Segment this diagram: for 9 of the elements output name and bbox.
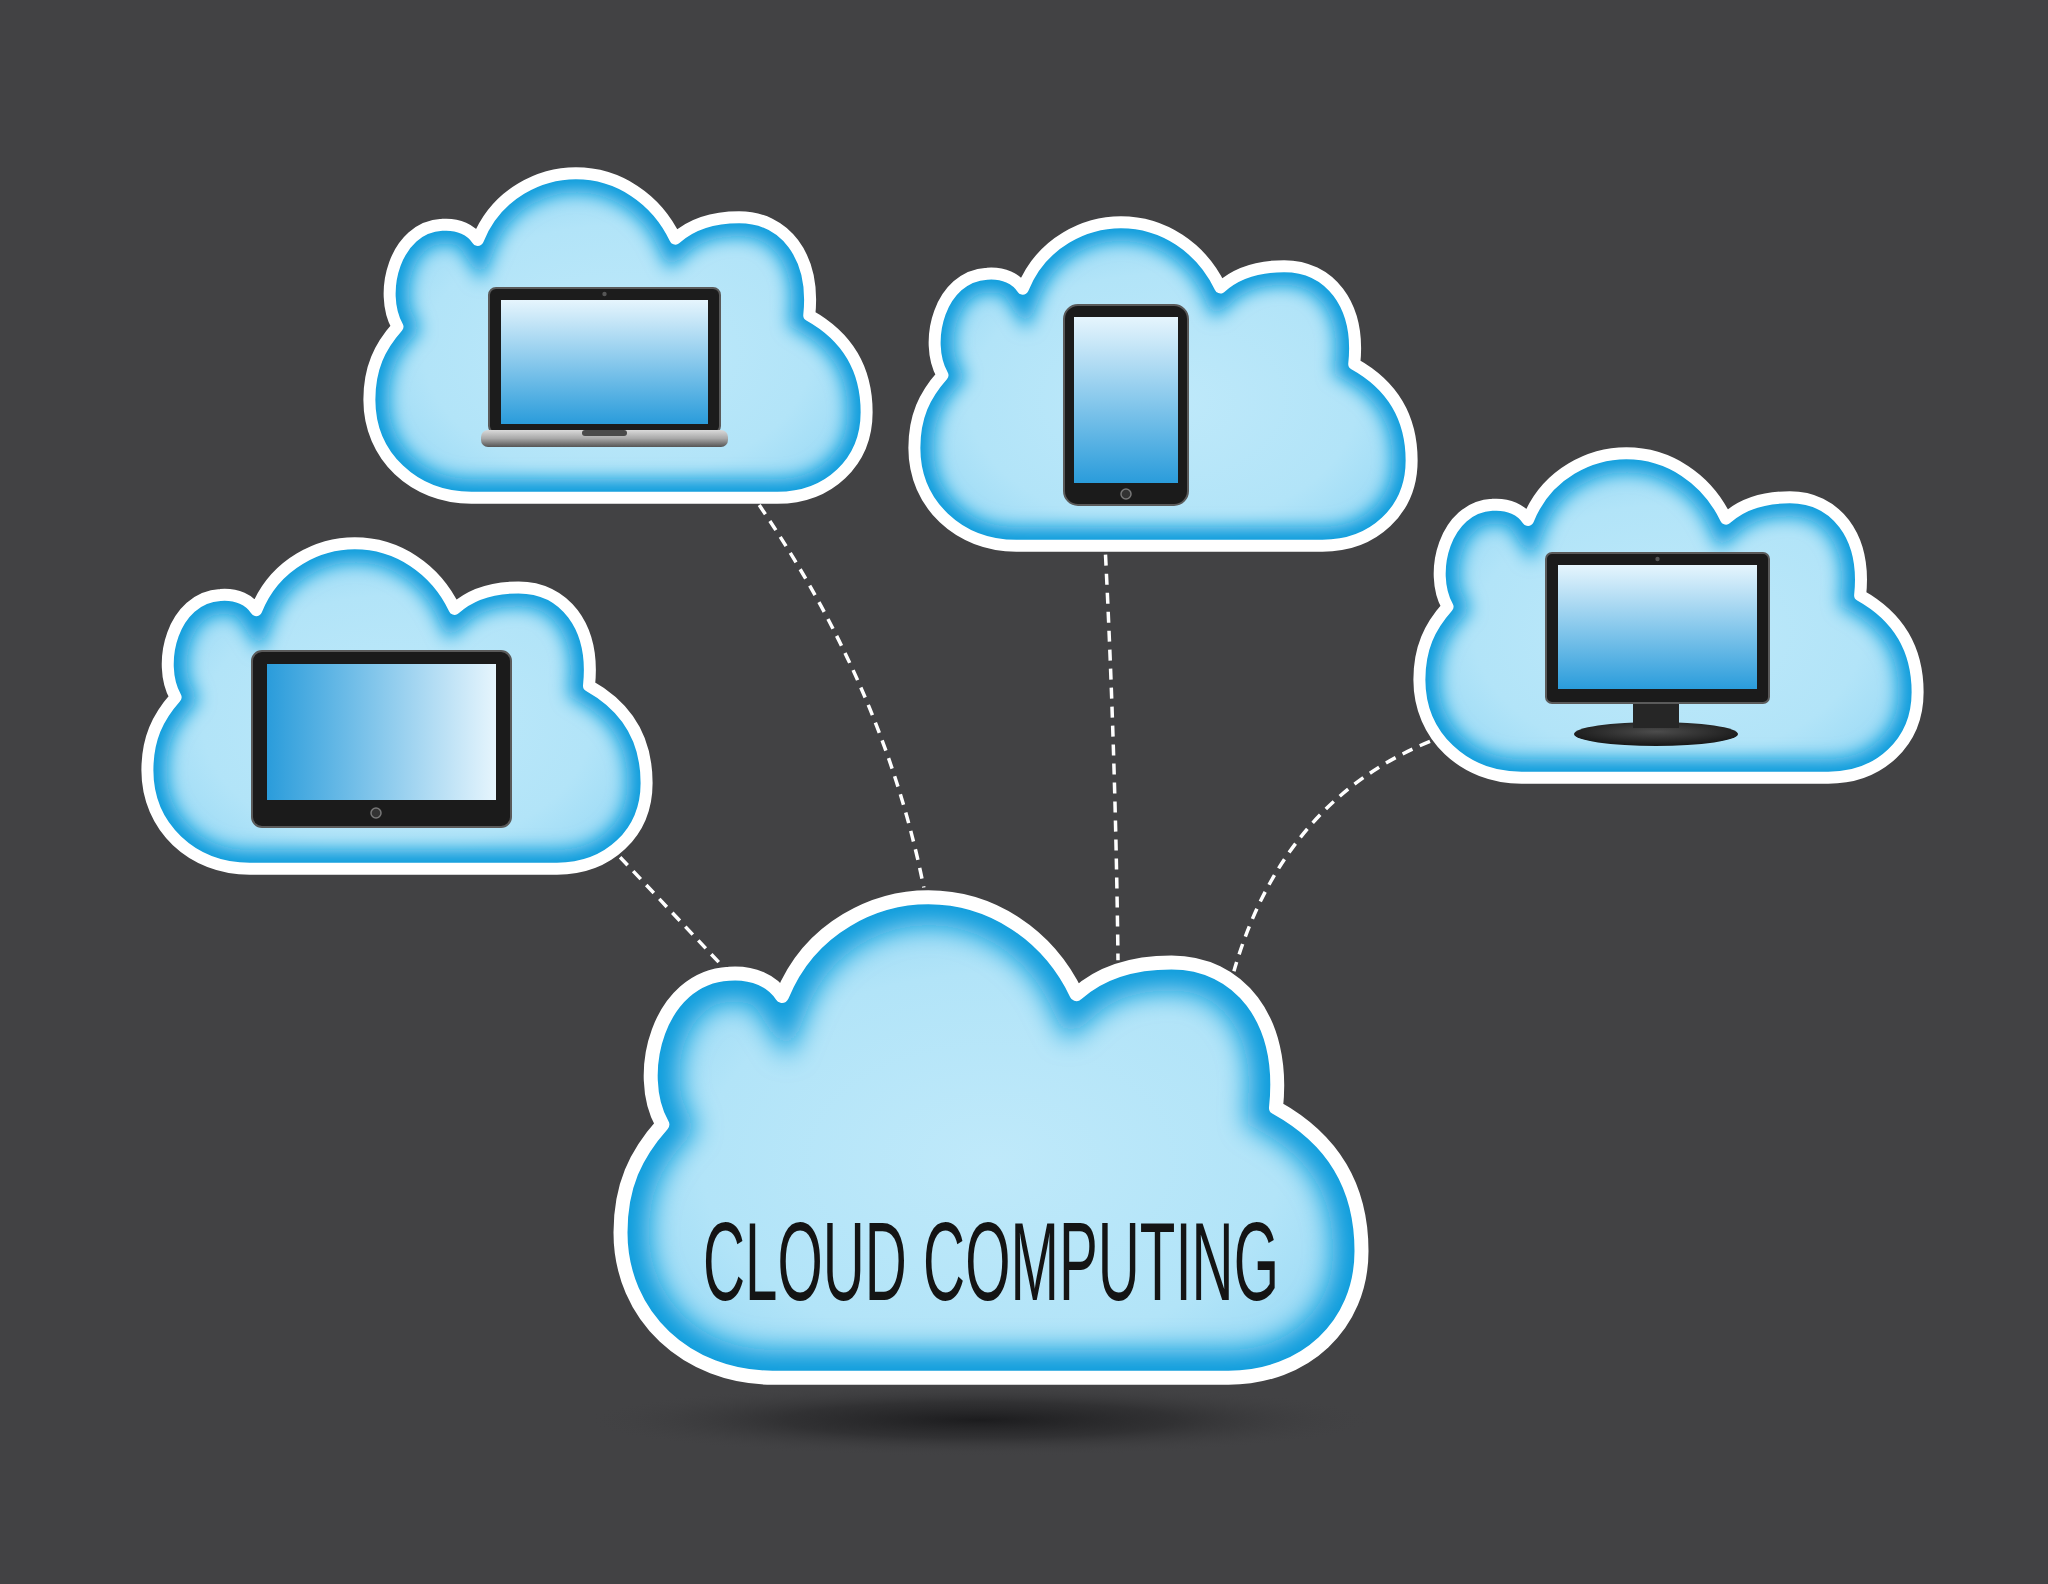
- dashed-line: [1232, 739, 1431, 972]
- dashed-line: [1103, 554, 1120, 961]
- node-label: CLOUD COMPUTING: [703, 1206, 1279, 1319]
- cloud-shape: [611, 888, 1371, 1387]
- cloud-shape: [908, 216, 1418, 552]
- cloud-shape: [1413, 447, 1924, 784]
- cloud-shape: [363, 167, 873, 504]
- cloud-shape: [141, 537, 653, 875]
- dashed-line: [757, 504, 926, 888]
